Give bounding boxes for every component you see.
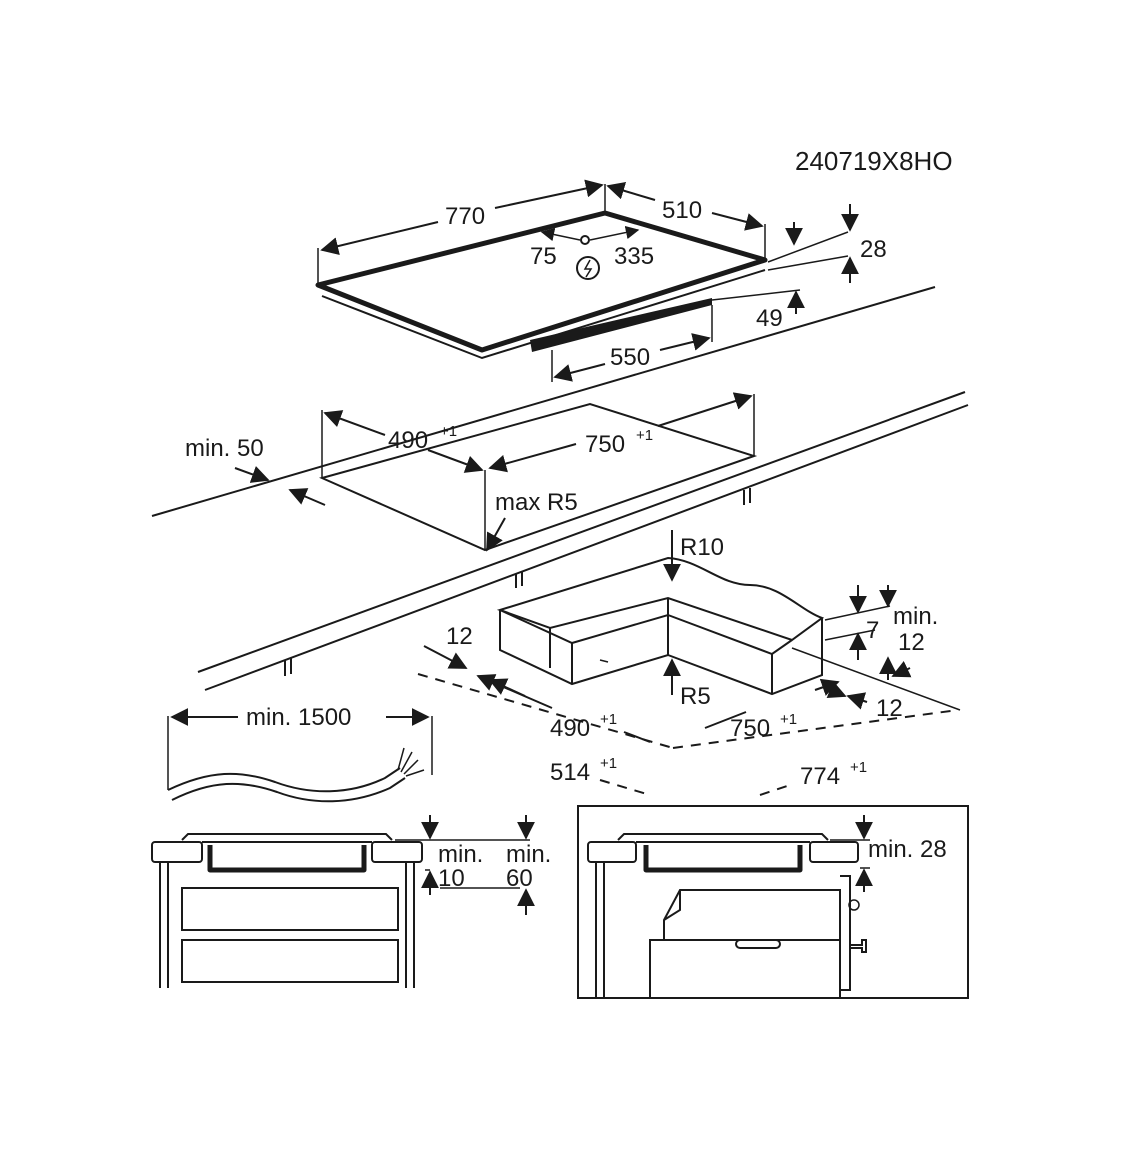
oven-min-gap: min. 28 xyxy=(868,836,947,863)
frame-outer-depth: 514 xyxy=(550,759,590,786)
power-symbol-icon xyxy=(576,256,600,280)
hob-dimensions: 770 510 75 335 28 49 550 xyxy=(317,179,887,382)
cutout-dimensions: min. 50 490 +1 750 +1 max R5 xyxy=(185,392,753,552)
frame-outer-width-tol: +1 xyxy=(850,759,867,776)
cable: min. 1500 xyxy=(167,704,433,803)
cable-min-length: min. 1500 xyxy=(246,704,351,731)
frame-outer-width: 774 xyxy=(800,763,840,790)
frame-min-gap: 12 xyxy=(898,629,925,656)
drawer-installation: min. 10 min. 60 xyxy=(151,815,551,988)
cutout-depth: 490 xyxy=(388,427,428,454)
cutout-min-edge: min. 50 xyxy=(185,435,264,462)
frame-outer-depth-tol: +1 xyxy=(600,755,617,772)
drawer-gap-b-value: 60 xyxy=(506,865,533,892)
cutout-width-tol: +1 xyxy=(636,427,653,444)
frame-inner-radius: R5 xyxy=(680,683,711,710)
hob-depth: 510 xyxy=(662,197,702,224)
cutout-depth-tol: +1 xyxy=(440,423,457,440)
frame-inner-depth-tol: +1 xyxy=(600,711,617,728)
model-code: 240719X8HO xyxy=(795,146,953,176)
oven-installation: min. 28 xyxy=(577,805,969,999)
frame-side-left: 12 xyxy=(446,623,473,650)
hob-offset-right: 335 xyxy=(614,243,654,270)
hob-thickness: 28 xyxy=(860,236,887,263)
frame-block xyxy=(496,556,825,696)
hob-offset-left: 75 xyxy=(530,243,557,270)
drawer-gap-a-label: min. xyxy=(438,841,483,868)
cutout-corner-radius: max R5 xyxy=(495,489,578,516)
drawer-gap-b-label: min. xyxy=(506,841,551,868)
frame-rim-depth: 7 xyxy=(866,617,879,644)
hob-underside-width: 550 xyxy=(610,344,650,371)
frame-min-gap-label: min. xyxy=(893,603,938,630)
hob-width: 770 xyxy=(445,203,485,230)
frame-inner-width: 750 xyxy=(730,715,770,742)
cutout-width: 750 xyxy=(585,431,625,458)
hob-underside-depth: 49 xyxy=(756,305,783,332)
frame-outer-radius: R10 xyxy=(680,534,724,561)
frame-inner-depth: 490 xyxy=(550,715,590,742)
frame-dimensions: R10 R5 7 min. 12 12 12 490 +1 750 +1 514… xyxy=(417,530,961,796)
frame-inner-width-tol: +1 xyxy=(780,711,797,728)
worktop xyxy=(151,286,969,691)
drawer-gap-a-value: 10 xyxy=(438,865,465,892)
frame-side-right: 12 xyxy=(876,695,903,722)
